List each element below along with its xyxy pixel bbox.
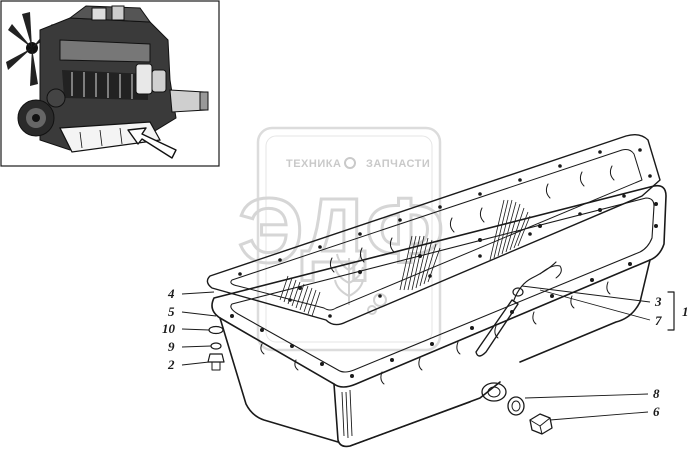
- oil-pan-body: [211, 184, 667, 448]
- gasket-frame: [206, 133, 661, 326]
- callout-labels: 4 5 10 9 2 3 7 8 6 1: [162, 286, 689, 419]
- callout-7: 7: [655, 313, 662, 328]
- callout-10: 10: [162, 321, 176, 336]
- washer-10-icon: [208, 325, 224, 335]
- gasket-ring-8-icon: [507, 396, 525, 416]
- callout-2: 2: [167, 357, 175, 372]
- drain-plug-6-icon: [529, 413, 553, 435]
- leader-lines: [181, 285, 651, 421]
- watermark: ТЕХНИКА ЗАПЧАСТИ ЭДФ: [237, 126, 446, 352]
- callout-9: 9: [168, 339, 175, 354]
- bolt-2-icon: [207, 353, 225, 371]
- callout-8: 8: [653, 386, 660, 401]
- watermark-gear-icon: [344, 157, 356, 169]
- left-fasteners: [207, 325, 225, 371]
- pointer-arrow-icon: [127, 127, 177, 159]
- group-label-1: 1: [682, 304, 689, 319]
- callout-6: 6: [653, 404, 660, 419]
- callout-5: 5: [168, 304, 175, 319]
- inner-baffles: [279, 165, 615, 317]
- washer-9-icon: [210, 342, 222, 350]
- watermark-frame: [256, 126, 442, 352]
- engine-illustration: [6, 5, 209, 153]
- drain-plug-parts: [507, 396, 553, 435]
- oil-pan-assembly: [181, 133, 675, 448]
- callout-4: 4: [167, 286, 175, 301]
- group-bracket: [667, 291, 675, 331]
- callout-3: 3: [654, 294, 662, 309]
- engine-inset: [0, 0, 220, 167]
- dipstick-tube: [475, 261, 562, 357]
- watermark-brand-right: ЗАПЧАСТИ: [366, 158, 430, 170]
- watermark-brand-left: ТЕХНИКА: [286, 158, 341, 170]
